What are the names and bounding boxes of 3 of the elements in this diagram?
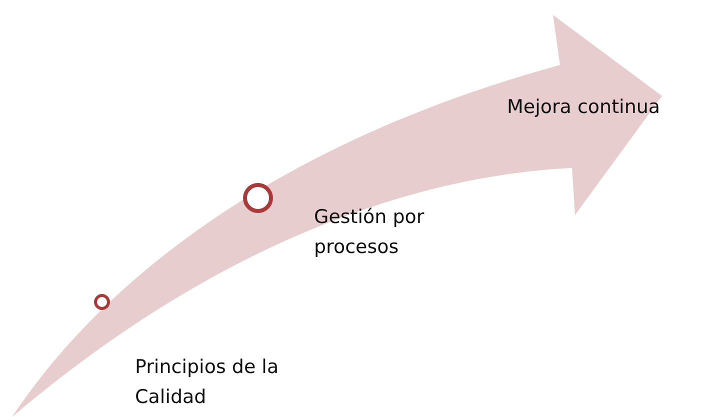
stage-label: Mejora continua — [507, 95, 660, 120]
stage-label: Principios de la Calidad — [135, 355, 280, 410]
stage-label: Gestión por procesos — [314, 205, 426, 260]
